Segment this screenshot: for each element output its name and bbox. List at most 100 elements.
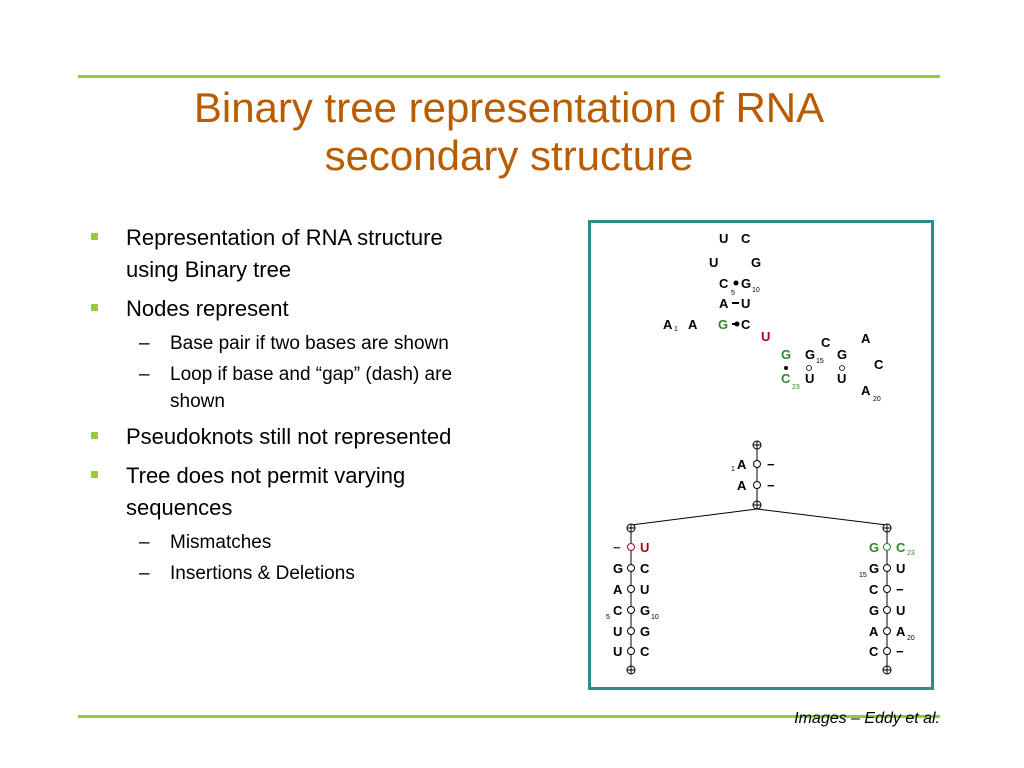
index-label: 1	[674, 326, 678, 333]
base-label: −	[767, 478, 775, 493]
tree-edge-left	[630, 508, 758, 526]
base-label: C	[781, 371, 791, 386]
tree-labels: 1 A A − − − G A 5 C U U U C U G 10 G C G…	[606, 457, 915, 659]
bullet-square-icon	[91, 233, 98, 240]
base-label: A	[861, 383, 871, 398]
tree-node	[883, 585, 891, 593]
bottom-rule	[78, 715, 940, 718]
index-label: 15	[859, 572, 867, 579]
index-label: 10	[752, 287, 760, 294]
bullet-text: Nodes represent	[126, 296, 289, 321]
base-label: C	[640, 644, 650, 659]
base-label: C	[613, 603, 623, 618]
index-label: 1	[731, 466, 735, 473]
base-label: U	[613, 624, 622, 639]
bullet-item: Representation of RNA structure using Bi…	[88, 222, 568, 286]
base-label: U	[761, 329, 770, 344]
tree-edge-right	[756, 508, 888, 526]
bullet-text: Pseudoknots still not represented	[126, 424, 452, 449]
index-label: 15	[816, 358, 824, 365]
base-label: −	[896, 644, 904, 659]
base-label: U	[640, 582, 649, 597]
base-label: C	[821, 335, 831, 350]
title-line-2: secondary structure	[324, 132, 694, 179]
dash-icon: –	[139, 333, 150, 354]
base-label: A	[688, 317, 698, 332]
bullet-square-icon	[91, 432, 98, 439]
tree-node	[753, 481, 761, 489]
base-label: A	[737, 478, 747, 493]
tree-node	[627, 647, 635, 655]
bullet-item: Pseudoknots still not represented	[88, 421, 568, 453]
base-label: G	[640, 603, 650, 618]
sub-bullet-item: – Mismatches	[88, 529, 568, 556]
bullet-item: Tree does not permit varying sequences	[88, 460, 568, 524]
bullet-list: Representation of RNA structure using Bi…	[88, 222, 568, 593]
bullet-text: using Binary tree	[126, 257, 292, 282]
pair-dot	[784, 366, 788, 370]
base-label: U	[709, 255, 718, 270]
index-label: 5	[606, 614, 610, 621]
base-label: A	[869, 624, 879, 639]
tree-node	[627, 627, 635, 635]
base-label: A	[896, 624, 906, 639]
base-label: U	[896, 561, 905, 576]
base-label: G	[718, 317, 728, 332]
base-label: C	[874, 357, 884, 372]
tree-node	[883, 543, 891, 551]
base-label: G	[869, 540, 879, 555]
base-label: U	[719, 231, 728, 246]
pair-dot	[733, 280, 739, 286]
bullet-square-icon	[91, 304, 98, 311]
base-label: C	[896, 540, 906, 555]
base-label: G	[805, 347, 815, 362]
sub-bullet-text: Base pair if two bases are shown	[170, 333, 449, 354]
base-label: C	[640, 561, 650, 576]
slide-title: Binary tree representation of RNA second…	[78, 84, 940, 180]
bullet-text: Tree does not permit varying	[126, 463, 406, 488]
tree-node	[883, 627, 891, 635]
base-label: G	[640, 624, 650, 639]
binary-tree	[626, 440, 892, 675]
base-label: C	[741, 317, 751, 332]
sub-bullet-text: Loop if base and “gap” (dash) are	[170, 364, 453, 385]
tree-node	[753, 460, 761, 468]
sub-bullet-text: Insertions & Deletions	[170, 563, 355, 584]
base-label: G	[837, 347, 847, 362]
tree-node	[883, 606, 891, 614]
dash-icon: –	[139, 532, 150, 553]
base-label: U	[837, 371, 846, 386]
base-label: U	[613, 644, 622, 659]
index-label: 20	[907, 635, 915, 642]
sub-bullet-text: shown	[170, 391, 225, 412]
base-label: U	[896, 603, 905, 618]
sub-bullet-item: – Loop if base and “gap” (dash) are show…	[88, 361, 568, 415]
index-label: 23	[907, 550, 915, 557]
base-label: −	[767, 457, 775, 472]
rna-figure: U C U G C G 5 10 A U A 1 A G C U C A G G…	[588, 220, 934, 690]
tree-node	[883, 564, 891, 572]
top-rule	[78, 75, 940, 78]
base-label: A	[613, 582, 623, 597]
sub-bullet-item: – Base pair if two bases are shown	[88, 330, 568, 357]
base-label: A	[737, 457, 747, 472]
base-label: G	[869, 603, 879, 618]
base-label: A	[861, 331, 871, 346]
base-label: A	[719, 296, 729, 311]
bullet-text: sequences	[126, 495, 233, 520]
base-label: U	[741, 296, 750, 311]
tree-node	[627, 585, 635, 593]
pair-open-circle	[839, 365, 845, 371]
base-label: C	[741, 231, 751, 246]
sub-bullet-item: – Insertions & Deletions	[88, 560, 568, 587]
base-label: C	[869, 582, 879, 597]
base-label: G	[781, 347, 791, 362]
bullet-text: Representation of RNA structure	[126, 225, 443, 250]
index-label: 23	[792, 384, 800, 391]
base-label: U	[805, 371, 814, 386]
index-label: 20	[873, 396, 881, 403]
dash-icon: –	[139, 364, 150, 385]
tree-node	[627, 543, 635, 551]
title-line-1: Binary tree representation of RNA	[193, 84, 825, 131]
base-label: G	[741, 276, 751, 291]
